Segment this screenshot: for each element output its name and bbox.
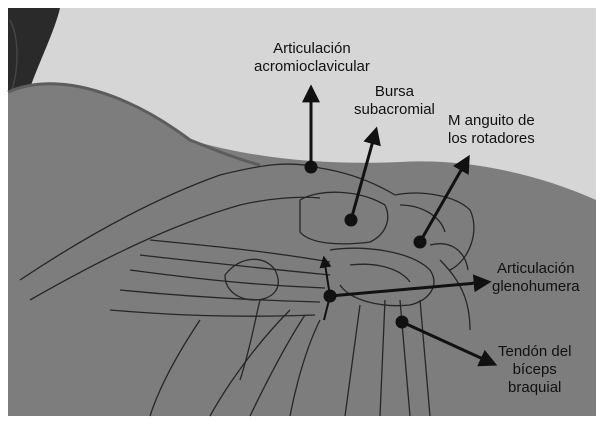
label-biceps: Tendón del bíceps braquial (498, 343, 571, 397)
label-glenohumera: Articulación glenohumera (492, 260, 580, 296)
label-manguito-line1: M anguito de (448, 112, 535, 130)
label-manguito: M anguito de los rotadores (448, 112, 535, 148)
label-acromioclavicular: Articulación acromioclavicular (254, 40, 370, 76)
label-manguito-line2: los rotadores (448, 130, 535, 148)
label-acromioclavicular-line1: Articulación (254, 40, 370, 58)
label-glenohumera-line1: Articulación (492, 260, 580, 278)
label-biceps-line2: bíceps (498, 361, 571, 379)
label-glenohumera-line2: glenohumera (492, 278, 580, 296)
label-biceps-line1: Tendón del (498, 343, 571, 361)
label-bursa: Bursa subacromial (354, 83, 435, 119)
label-biceps-line3: braquial (498, 379, 571, 397)
label-bursa-line1: Bursa (354, 83, 435, 101)
label-bursa-line2: subacromial (354, 101, 435, 119)
label-acromioclavicular-line2: acromioclavicular (254, 58, 370, 76)
